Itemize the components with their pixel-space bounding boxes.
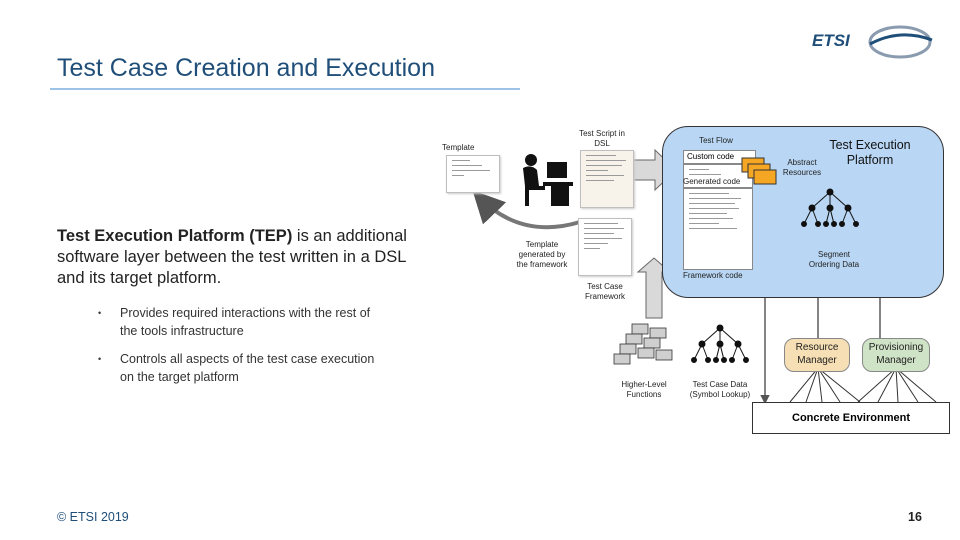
template-feedback-arrow — [472, 190, 581, 230]
framework-code-label: Framework code — [683, 271, 743, 280]
resource-fan-lines — [789, 367, 861, 403]
page-number: 16 — [908, 510, 922, 524]
test-case-data-label: Test Case Data (Symbol Lookup) — [689, 380, 751, 399]
provisioning-fan-lines — [857, 367, 937, 403]
slide-title: Test Case Creation and Execution — [57, 54, 435, 82]
template-document-icon — [446, 155, 500, 193]
tep-title: Test Execution Platform — [829, 138, 911, 167]
template-generated-label: Template generated by the framework — [516, 240, 568, 269]
test-script-label: Test Script in DSL — [579, 129, 625, 148]
title-underline — [50, 88, 520, 90]
segment-ordering-label: Segment Ordering Data — [808, 250, 860, 269]
bullet-item: • Controls all aspects of the test case … — [98, 350, 398, 390]
bullet-dot: • — [98, 308, 102, 318]
custom-code-lines — [683, 164, 753, 188]
generated-code-block — [683, 188, 753, 270]
provisioning-manager-box: Provisioning Manager — [862, 338, 930, 372]
test-script-document-icon — [580, 150, 634, 208]
resource-manager-box: Resource Manager — [784, 338, 850, 372]
abstract-resources-label: Abstract Resources — [782, 158, 822, 177]
intro-rest: is an additional software layer between … — [57, 227, 407, 287]
higher-level-functions-label: Higher-Level Functions — [621, 380, 667, 399]
bullet-dot: • — [98, 354, 102, 364]
footer-copyright: © ETSI 2019 — [57, 510, 129, 524]
etsi-logo: ETSI — [810, 22, 935, 64]
template-label: Template — [442, 143, 475, 152]
segment-tree-icon — [798, 186, 862, 238]
intro-paragraph: Test Execution Platform (TEP) is an addi… — [57, 226, 437, 289]
developer-at-computer-icon — [515, 152, 575, 208]
intro-bold: Test Execution Platform (TEP) — [57, 227, 293, 245]
generated-template-document-icon — [578, 218, 632, 276]
etsi-logo-text: ETSI — [812, 31, 851, 50]
abstract-resource-cards-icon — [740, 156, 780, 190]
higher-level-functions-icon — [612, 320, 678, 370]
test-case-data-tree-icon — [688, 322, 752, 372]
bullet-item: • Provides required interactions with th… — [98, 304, 398, 344]
custom-code-card: Custom code — [683, 150, 756, 164]
concrete-environment-box: Concrete Environment — [752, 402, 950, 434]
bullet-text: Provides required interactions with the … — [120, 306, 371, 338]
test-case-framework-label: Test Case Framework — [584, 282, 625, 301]
generated-code-label: Generated code — [683, 177, 741, 186]
test-flow-label: Test Flow — [699, 136, 733, 145]
bullet-text: Controls all aspects of the test case ex… — [120, 352, 375, 384]
